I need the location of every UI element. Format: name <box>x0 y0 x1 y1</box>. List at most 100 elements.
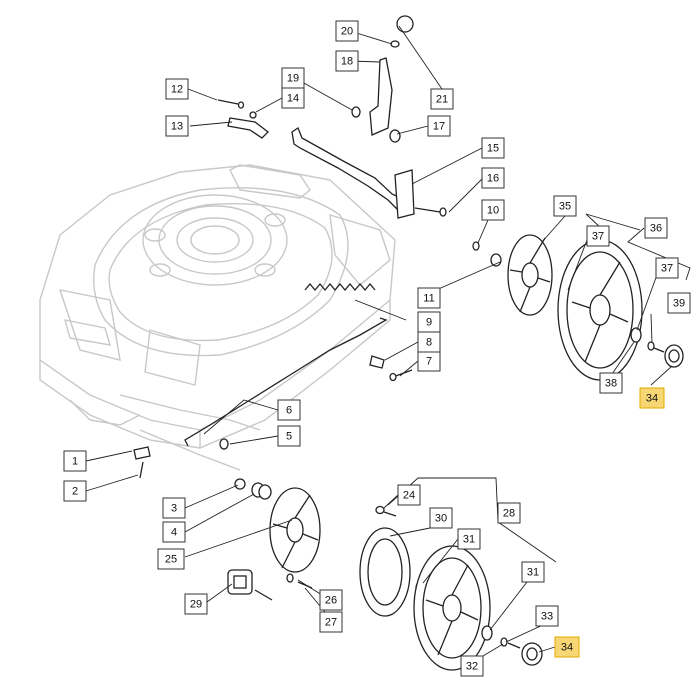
callout-number: 3 <box>171 503 177 515</box>
callout-28: 28 <box>497 502 521 524</box>
callout-10: 10 <box>481 199 505 221</box>
callout-number: 29 <box>190 599 202 611</box>
callout-box <box>521 561 545 583</box>
callout-box <box>481 199 505 221</box>
callout-number: 9 <box>426 317 432 329</box>
callout-number: 5 <box>286 431 292 443</box>
callout-box <box>497 502 521 524</box>
callout-box <box>165 115 189 137</box>
callout-number: 39 <box>673 298 685 310</box>
callout-number: 1 <box>72 456 78 468</box>
callout-number: 31 <box>527 567 539 579</box>
callout-number: 33 <box>541 611 553 623</box>
callout-number: 20 <box>341 26 353 38</box>
callout-6: 6 <box>277 399 301 421</box>
callout-box <box>63 480 87 502</box>
callout-box <box>397 484 421 506</box>
callout-labels: 1234567891011121314151617181920212425262… <box>63 20 691 677</box>
callout-37: 37 <box>655 257 679 279</box>
callout-26: 26 <box>319 589 343 611</box>
callout-box <box>535 605 559 627</box>
axle-rod-assembly <box>133 282 413 500</box>
callout-box <box>644 217 668 239</box>
callout-number: 24 <box>403 490 415 502</box>
callout-box <box>429 507 453 529</box>
callout-34-highlighted: 34 <box>639 387 665 409</box>
callout-box <box>162 521 186 543</box>
callout-box <box>481 167 505 189</box>
callout-number: 18 <box>341 56 353 68</box>
callout-box <box>599 372 623 394</box>
callout-number: 32 <box>466 661 478 673</box>
callout-18: 18 <box>335 50 359 72</box>
callout-number: 35 <box>559 201 571 213</box>
callout-number: 38 <box>605 378 617 390</box>
callout-36: 36 <box>644 217 668 239</box>
callout-number: 7 <box>426 356 432 368</box>
callout-9: 9 <box>417 311 441 333</box>
callout-3: 3 <box>162 497 186 519</box>
callout-number: 12 <box>171 84 183 96</box>
callout-21: 21 <box>430 88 454 110</box>
callout-number: 11 <box>423 293 434 305</box>
callout-box <box>427 115 451 137</box>
callout-34-highlighted: 34 <box>554 636 580 658</box>
callout-number: 34 <box>561 642 573 654</box>
callout-number: 36 <box>650 223 662 235</box>
callout-box <box>281 67 305 89</box>
callout-box <box>335 20 359 42</box>
callout-number: 19 <box>287 73 299 85</box>
callout-31: 31 <box>457 528 481 550</box>
callout-number: 21 <box>436 94 448 106</box>
callout-13: 13 <box>165 115 189 137</box>
callout-box <box>319 611 343 633</box>
callout-box <box>586 225 610 247</box>
callout-number: 25 <box>165 554 177 566</box>
front-wheel-assembly <box>227 487 543 671</box>
callout-number: 2 <box>72 486 78 498</box>
callout-11: 11 <box>417 287 441 309</box>
callout-box <box>319 589 343 611</box>
callout-16: 16 <box>481 167 505 189</box>
callout-29: 29 <box>184 593 208 615</box>
callout-12: 12 <box>165 78 189 100</box>
callout-number: 28 <box>503 508 515 520</box>
callout-box <box>277 425 301 447</box>
callout-number: 37 <box>592 231 604 243</box>
callout-number: 17 <box>433 121 445 133</box>
callout-4: 4 <box>162 521 186 543</box>
callout-box <box>417 287 441 309</box>
rear-wheel-assembly <box>472 234 684 381</box>
callout-24: 24 <box>397 484 421 506</box>
callout-box <box>430 88 454 110</box>
callout-8: 8 <box>417 331 441 353</box>
callout-number: 16 <box>487 173 499 185</box>
callout-number: 6 <box>286 405 292 417</box>
callout-box <box>63 450 87 472</box>
callout-number: 27 <box>325 617 337 629</box>
callout-19: 19 <box>281 67 305 89</box>
callout-box <box>335 50 359 72</box>
callout-number: 31 <box>463 534 475 546</box>
callout-box <box>277 399 301 421</box>
callout-box <box>639 387 665 409</box>
callout-number: 26 <box>325 595 337 607</box>
callout-37: 37 <box>586 225 610 247</box>
callout-17: 17 <box>427 115 451 137</box>
callout-35: 35 <box>553 195 577 217</box>
callout-25: 25 <box>157 548 185 570</box>
callout-14: 14 <box>281 87 305 109</box>
callout-number: 10 <box>487 205 499 217</box>
callout-box <box>481 137 505 159</box>
callout-box <box>667 292 691 314</box>
callout-32: 32 <box>460 655 484 677</box>
callout-number: 15 <box>487 143 499 155</box>
callout-number: 37 <box>661 263 673 275</box>
height-adjust-lever <box>217 15 447 219</box>
callout-number: 4 <box>171 527 177 539</box>
callout-27: 27 <box>319 611 343 633</box>
callout-1: 1 <box>63 450 87 472</box>
callout-39: 39 <box>667 292 691 314</box>
callout-20: 20 <box>335 20 359 42</box>
callout-box <box>457 528 481 550</box>
